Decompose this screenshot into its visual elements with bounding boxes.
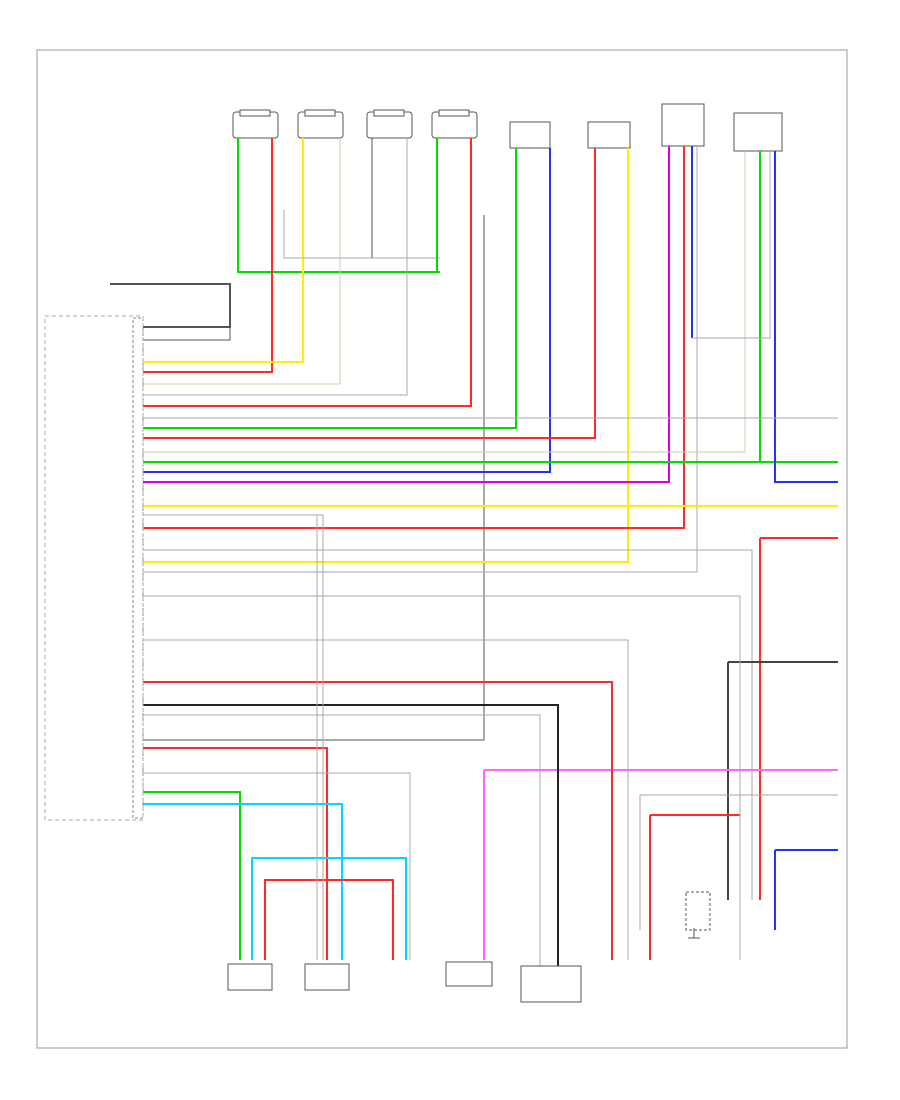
tpms-antenna bbox=[445, 961, 493, 987]
wire-s2-tan bbox=[143, 138, 341, 385]
wire-signal-bus bbox=[143, 215, 485, 741]
wire-out-grey-3 bbox=[639, 794, 838, 930]
wire-rr-violet bbox=[143, 146, 670, 483]
left-height-sensor bbox=[587, 121, 631, 149]
wire-s3-grey bbox=[143, 138, 408, 396]
wire-rr-grey bbox=[143, 146, 698, 573]
wire-bot-red bbox=[143, 747, 328, 960]
tpms-sensor-2 bbox=[297, 109, 344, 139]
wire-mid-red bbox=[143, 681, 613, 960]
tpms-sensor-3 bbox=[366, 109, 413, 139]
wire-rr-red bbox=[143, 146, 685, 529]
wire-mid-grey-c bbox=[143, 714, 541, 985]
tpms-sensor-1 bbox=[232, 109, 279, 139]
right-height-sensor bbox=[509, 121, 551, 149]
wire-out-red bbox=[759, 537, 838, 900]
wire-bot-green bbox=[143, 791, 241, 960]
yaw-rate-sensor bbox=[520, 965, 582, 1003]
wire-s2-yellow bbox=[143, 138, 304, 363]
wire-s1-red bbox=[143, 138, 273, 373]
wire-s1-green bbox=[237, 138, 440, 273]
ecu-connector bbox=[44, 315, 144, 821]
wire-lh-red bbox=[143, 148, 596, 439]
wire-sw-green bbox=[143, 151, 761, 463]
wire-mid-black bbox=[143, 704, 559, 985]
fuel-level-sensor bbox=[304, 963, 350, 991]
wire-s4-red bbox=[143, 138, 472, 407]
tpms-sensor-4 bbox=[431, 109, 478, 139]
rear-height-sensor bbox=[661, 103, 705, 147]
wire-out-pink bbox=[483, 769, 838, 960]
wire-rh-green bbox=[143, 148, 517, 429]
wire-ground-bus-2 bbox=[143, 327, 231, 341]
wire-mid-grey-b bbox=[143, 639, 629, 960]
wire-out-blue bbox=[774, 849, 838, 930]
suspension-control-switch bbox=[733, 112, 783, 152]
ground-symbol bbox=[688, 928, 700, 939]
wire-sw-grey bbox=[692, 151, 771, 339]
wire-sw-blue bbox=[774, 151, 838, 483]
relay-block bbox=[685, 891, 711, 931]
wire-sw-tan bbox=[143, 151, 746, 453]
wire-out-black bbox=[727, 661, 838, 900]
wire-ms-red bbox=[649, 814, 740, 960]
wire-out-grey-2 bbox=[143, 549, 753, 900]
wire-bot-cyan-loop bbox=[251, 857, 407, 960]
wire-ground-bus bbox=[110, 283, 231, 328]
wire-s2-grey-inner bbox=[283, 210, 440, 259]
wire-bot-red-loop bbox=[264, 879, 394, 960]
diagram-frame bbox=[36, 49, 848, 1049]
wire-mid-grey-a bbox=[143, 595, 741, 960]
wire-lh-yellow bbox=[143, 148, 629, 563]
wire-bot-grey-1 bbox=[143, 772, 411, 960]
wire-bot-cyan bbox=[143, 803, 343, 960]
front-left-sensor bbox=[227, 963, 273, 991]
wire-rh-blue bbox=[143, 148, 551, 473]
